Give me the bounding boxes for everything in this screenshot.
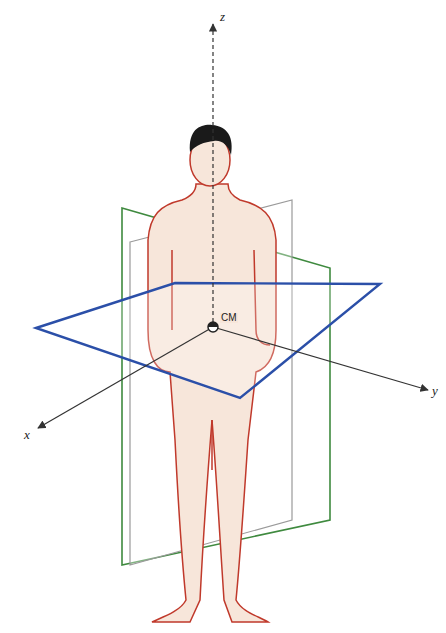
transverse-plane <box>36 283 380 398</box>
axis-label: x <box>24 428 30 441</box>
center-of-mass <box>208 322 218 327</box>
center-of-mass <box>208 322 218 332</box>
axis-label: z <box>220 10 225 23</box>
z-axis <box>212 24 213 322</box>
x-axis <box>38 327 213 428</box>
axis-label: y <box>432 384 438 397</box>
y-axis <box>213 327 428 390</box>
hair <box>190 125 232 155</box>
point-label: CM <box>220 313 238 323</box>
